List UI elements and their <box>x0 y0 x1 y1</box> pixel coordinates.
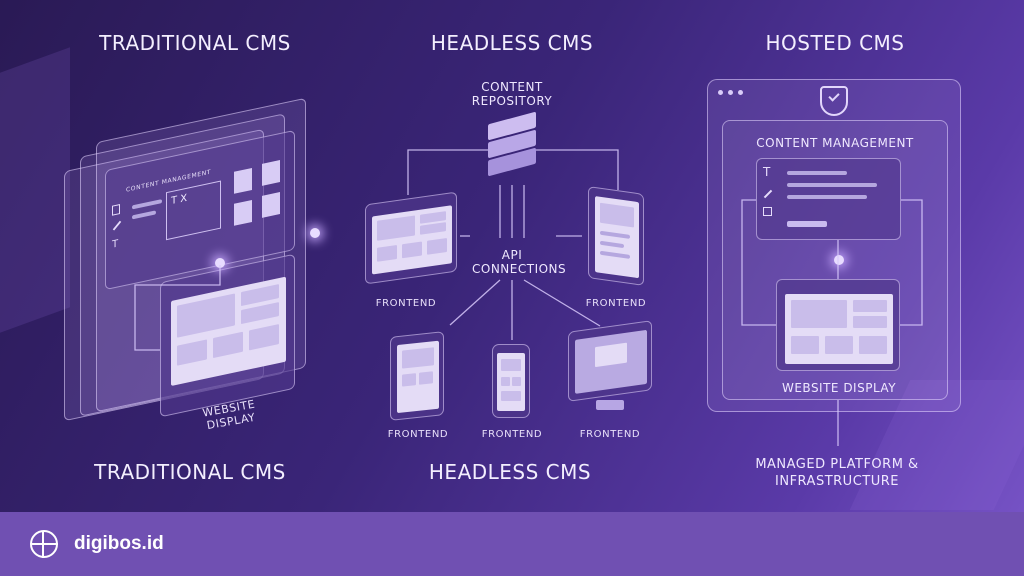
connection-node <box>215 258 225 268</box>
hosted-editor-panel: T <box>756 158 901 240</box>
frontend-label: FRONTEND <box>481 429 543 440</box>
connection-lines <box>134 149 923 446</box>
content-repository-label: CONTENT REPOSITORY <box>471 80 553 108</box>
connection-node <box>834 255 844 265</box>
traditional-cms-title-bottom: TRADITIONAL CMS <box>94 460 286 484</box>
frontend-label: FRONTEND <box>579 429 641 440</box>
hosted-website-display <box>776 279 900 371</box>
frontend-label: FRONTEND <box>585 298 647 309</box>
headless-cms-title-bottom: HEADLESS CMS <box>428 460 592 484</box>
hosted-website-display-label: WEBSITE DISPLAY <box>781 381 897 395</box>
headless-cms-title-top: HEADLESS CMS <box>430 31 594 55</box>
footer-bar: digibos.id <box>0 512 1024 576</box>
hosted-content-management-label: CONTENT MANAGEMENT <box>756 136 914 150</box>
traditional-cms-title-top: TRADITIONAL CMS <box>99 31 291 55</box>
brand-name: digibos.id <box>74 533 164 554</box>
window-dot <box>728 90 733 95</box>
window-dot <box>718 90 723 95</box>
window-dot <box>738 90 743 95</box>
managed-platform-label: MANAGED PLATFORM & INFRASTRUCTURE <box>755 457 919 489</box>
shield-check-icon <box>820 86 848 116</box>
globe-cursor-icon <box>30 530 58 558</box>
frontend-label: FRONTEND <box>375 298 437 309</box>
connection-node <box>310 228 320 238</box>
hosted-cms-title-top: HOSTED CMS <box>765 31 905 55</box>
edit-box-icon <box>763 207 772 216</box>
api-connections-label: API CONNECTIONS <box>472 248 567 276</box>
monitor-stand <box>596 400 624 410</box>
text-icon: T <box>763 165 771 179</box>
frontend-label: FRONTEND <box>387 429 449 440</box>
frontend-phone <box>492 344 530 418</box>
